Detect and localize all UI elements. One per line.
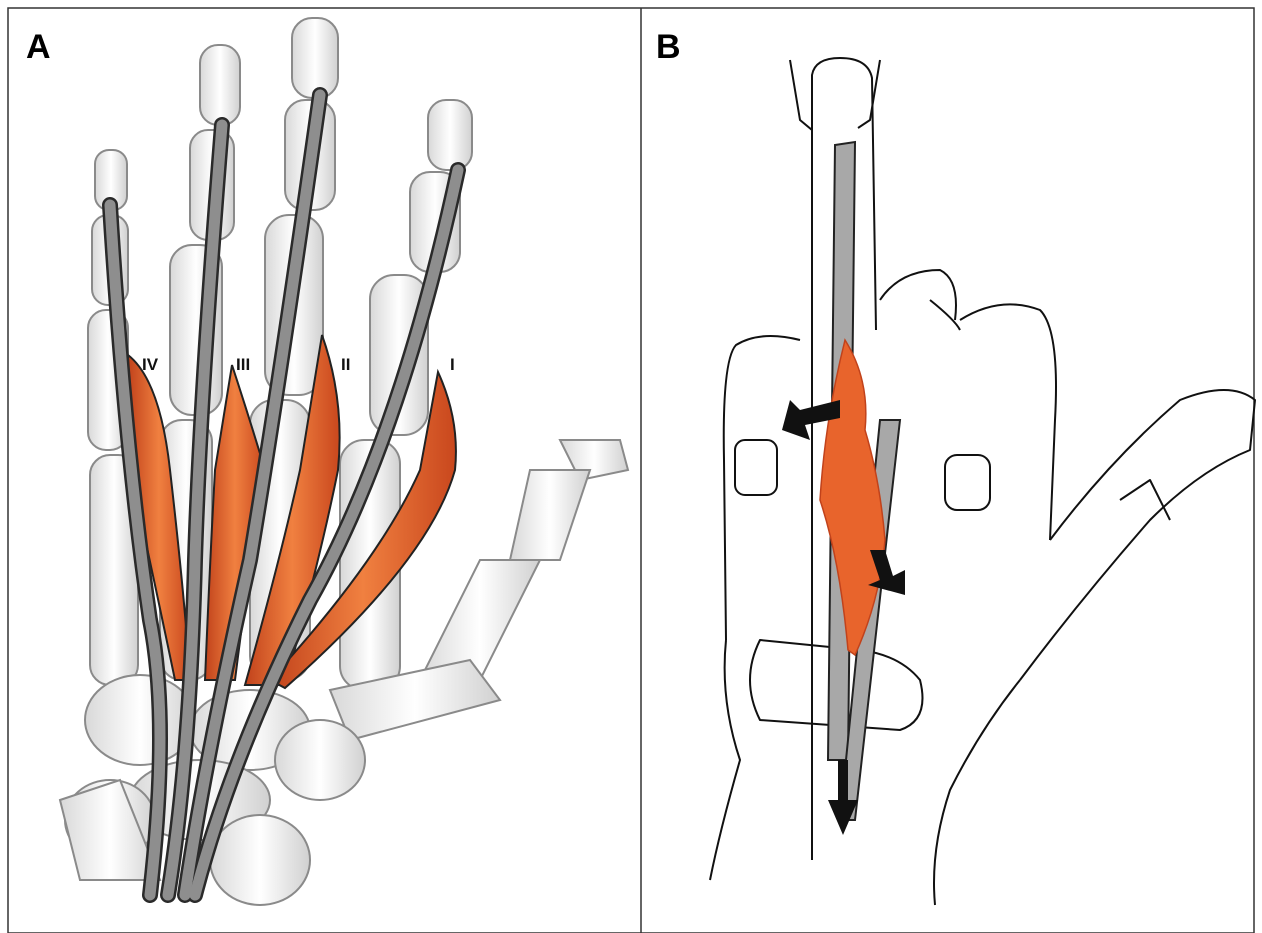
panel-b: B [656, 28, 1255, 905]
muscle-label-ii: II [341, 355, 350, 374]
muscle-label-iv: IV [142, 355, 159, 374]
muscle-label-iii: III [236, 355, 250, 374]
hand-outline-drawing [710, 58, 1255, 905]
panel-a-label: A [26, 28, 51, 66]
panel-a: A [26, 18, 628, 905]
muscle-label-i: I [450, 355, 455, 374]
panel-b-label: B [656, 28, 681, 66]
